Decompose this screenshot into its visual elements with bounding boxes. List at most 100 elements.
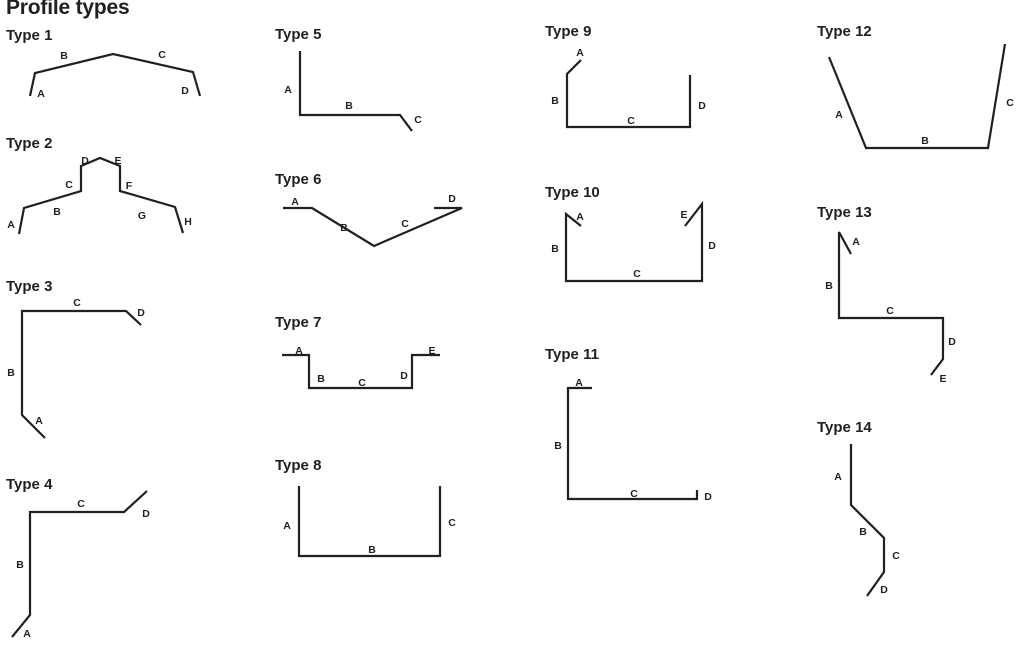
profile-title: Type 8 xyxy=(275,457,321,474)
profile-shape xyxy=(20,309,142,439)
segment-label: G xyxy=(138,210,146,222)
profile-type-12: Type 12 A B C xyxy=(817,23,1014,150)
segment-label: A xyxy=(295,345,303,357)
segment-label: D xyxy=(400,370,408,382)
segment-label: B xyxy=(551,243,559,255)
segment-label: C xyxy=(633,268,641,280)
profile-shape xyxy=(565,59,692,129)
segment-label: E xyxy=(428,345,435,357)
profile-type-3: Type 3 A B C D xyxy=(6,278,145,439)
profile-title: Type 13 xyxy=(817,204,872,221)
segment-label: C xyxy=(401,218,409,230)
profile-shape xyxy=(283,206,463,248)
segment-label: A xyxy=(23,628,31,640)
segment-label: C xyxy=(158,49,166,61)
segment-label: D xyxy=(948,336,956,348)
segment-label: B xyxy=(53,206,61,218)
segment-label: C xyxy=(1006,97,1014,109)
segment-label: B xyxy=(60,50,68,62)
segment-label: C xyxy=(627,115,635,127)
profile-shape xyxy=(837,231,945,376)
profile-title: Type 10 xyxy=(545,184,600,201)
segment-label: E xyxy=(680,209,687,221)
profile-title: Type 6 xyxy=(275,171,321,188)
segment-label: A xyxy=(37,88,45,100)
segment-label: B xyxy=(825,280,833,292)
segment-label: B xyxy=(551,95,559,107)
segment-label: B xyxy=(340,222,348,234)
profile-title: Type 11 xyxy=(545,346,599,363)
segment-label: C xyxy=(73,297,81,309)
segment-label: C xyxy=(65,179,73,191)
segment-label: D xyxy=(708,240,716,252)
segment-label: A xyxy=(291,196,299,208)
profile-shape xyxy=(564,200,704,283)
profile-title: Type 7 xyxy=(275,314,321,331)
profile-type-1: Type 1 A B C D xyxy=(6,27,202,100)
profile-type-5: Type 5 A B C xyxy=(275,26,422,132)
segment-label: B xyxy=(859,526,867,538)
profile-type-14: Type 14 A B C D xyxy=(817,419,900,597)
profile-shape xyxy=(28,52,202,97)
segment-label: A xyxy=(283,520,291,532)
segment-label: C xyxy=(448,517,456,529)
segment-label: A xyxy=(575,377,583,389)
segment-label: C xyxy=(892,550,900,562)
profile-shape xyxy=(297,486,442,558)
segment-label: B xyxy=(921,135,929,147)
segment-label: C xyxy=(886,305,894,317)
segment-label: A xyxy=(834,471,842,483)
segment-label: D xyxy=(704,491,712,503)
segment-label: B xyxy=(317,373,325,385)
profile-title: Type 4 xyxy=(6,476,53,493)
profile-shape xyxy=(298,51,413,132)
profile-title: Type 5 xyxy=(275,26,321,43)
segment-label: A xyxy=(576,47,584,59)
segment-label: H xyxy=(184,216,192,228)
profile-type-8: Type 8 A B C xyxy=(275,457,456,558)
profile-title: Type 1 xyxy=(6,27,52,44)
profile-title: Type 12 xyxy=(817,23,872,40)
segment-label: D xyxy=(448,193,456,205)
segment-label: D xyxy=(81,155,89,167)
segment-label: E xyxy=(939,373,946,385)
segment-label: B xyxy=(368,544,376,556)
segment-label: A xyxy=(35,415,43,427)
segment-label: B xyxy=(345,100,353,112)
profile-shape xyxy=(282,353,440,390)
segment-label: D xyxy=(698,100,706,112)
profile-shape xyxy=(849,444,886,597)
profile-type-9: Type 9 A B C D xyxy=(545,23,706,129)
profile-title: Type 9 xyxy=(545,23,591,40)
segment-label: A xyxy=(835,109,843,121)
segment-label: F xyxy=(126,180,133,192)
profile-type-7: Type 7 A B C D E xyxy=(275,314,440,390)
profile-type-6: Type 6 A B C D xyxy=(275,171,463,248)
segment-label: D xyxy=(181,85,189,97)
segment-label: C xyxy=(630,488,638,500)
profile-shape xyxy=(566,386,699,501)
profile-title: Type 2 xyxy=(6,135,52,152)
segment-label: A xyxy=(7,219,15,231)
segment-label: A xyxy=(576,211,584,223)
profile-type-10: Type 10 A B C D E xyxy=(545,184,716,283)
page-title: Profile types xyxy=(6,0,130,19)
profile-shape xyxy=(17,156,185,235)
profile-title: Type 3 xyxy=(6,278,52,295)
segment-label: A xyxy=(284,84,292,96)
segment-label: D xyxy=(137,307,145,319)
profile-shape xyxy=(827,43,1007,150)
segment-label: B xyxy=(16,559,24,571)
segment-label: C xyxy=(358,377,366,389)
segment-label: C xyxy=(77,498,85,510)
profile-shape xyxy=(11,490,148,638)
segment-label: C xyxy=(414,114,422,126)
segment-label: D xyxy=(880,584,888,596)
profile-title: Type 14 xyxy=(817,419,872,436)
segment-label: B xyxy=(7,367,15,379)
